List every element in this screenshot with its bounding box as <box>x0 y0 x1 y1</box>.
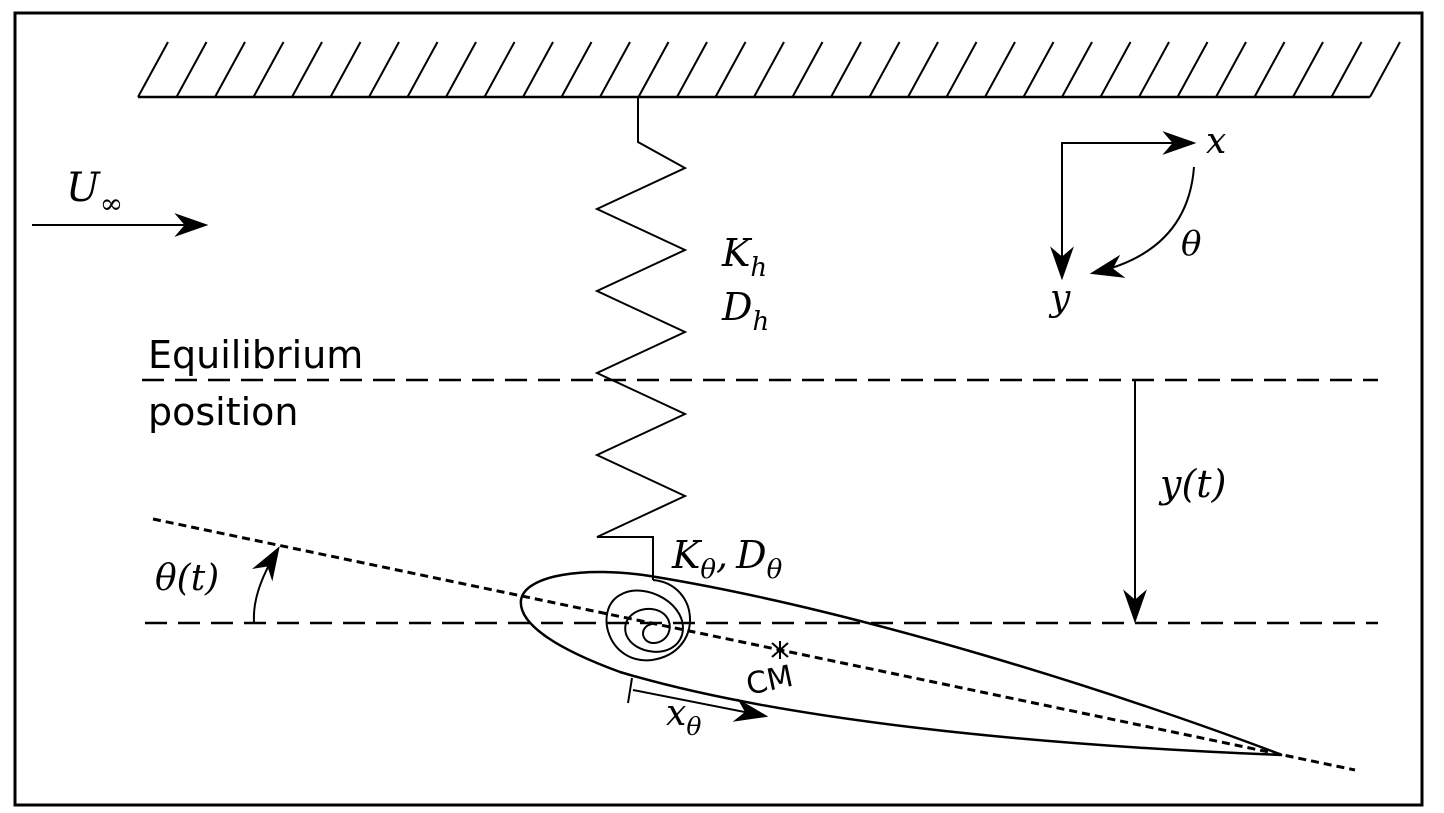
hatch-mark <box>406 41 439 98</box>
hatch-mark <box>368 41 400 98</box>
equilibrium-label-line2: position <box>148 390 299 434</box>
hatch-mark <box>907 41 939 98</box>
hatch-mark <box>868 41 901 98</box>
hatch-mark <box>522 41 554 98</box>
pitch-angle-arrow <box>251 546 280 623</box>
hatch-mark <box>175 41 208 98</box>
offset-arrow <box>632 689 769 722</box>
ceiling-hatching <box>137 41 1401 98</box>
hatch-mark <box>714 41 747 98</box>
hatch-mark <box>1022 41 1055 98</box>
hatch-mark <box>1176 41 1209 98</box>
hatch-mark <box>1061 41 1093 98</box>
hatch-mark <box>1292 41 1324 98</box>
offset-dimension: xθ <box>627 677 769 741</box>
hatch-mark <box>599 41 631 98</box>
hatch-mark <box>252 41 285 98</box>
hatch-mark <box>483 41 516 98</box>
hatch-mark <box>291 41 323 98</box>
offset-tick <box>627 677 633 704</box>
rotation-arrow <box>1089 166 1195 278</box>
hatch-mark <box>329 41 362 98</box>
freestream-velocity: U∞ <box>32 165 209 237</box>
freestream-label: U∞ <box>66 165 123 220</box>
pitch-angle-label: θ(t) <box>155 558 219 599</box>
coordinate-axes: x y θ <box>1048 121 1226 319</box>
x-axis-arrow <box>1061 131 1197 275</box>
hatch-mark <box>445 41 477 98</box>
chord-line <box>152 517 1356 772</box>
offset-label: xθ <box>666 693 701 741</box>
diagram-frame <box>13 11 1424 807</box>
hatch-mark <box>791 41 824 98</box>
hatch-mark <box>1369 41 1401 98</box>
torsion-spring-label: Kθ,Dθ <box>671 533 783 585</box>
center-of-mass-label: CM <box>743 659 796 703</box>
hatch-mark <box>1099 41 1132 98</box>
center-of-mass-marker <box>771 641 789 659</box>
hatch-mark <box>1253 41 1286 98</box>
x-axis-label: x <box>1206 121 1226 162</box>
heave-damping-label: Dh <box>721 285 769 337</box>
hatch-mark <box>1330 41 1363 98</box>
heave-displacement-label: y(t) <box>1158 462 1226 506</box>
hatch-mark <box>137 41 169 98</box>
y-axis-label: y <box>1048 278 1071 319</box>
rotation-label: θ <box>1181 224 1201 264</box>
heave-stiffness-label: Kh <box>721 231 767 283</box>
hatch-mark <box>830 41 862 98</box>
hatch-mark <box>753 41 785 98</box>
hatch-mark <box>637 41 670 98</box>
hatch-mark <box>560 41 593 98</box>
airfoil <box>519 570 1283 757</box>
equilibrium-label-line1: Equilibrium <box>148 333 363 377</box>
heave-spring <box>594 97 688 580</box>
hatch-mark <box>214 41 246 98</box>
hatch-mark <box>1215 41 1247 98</box>
hatch-mark <box>676 41 708 98</box>
hatch-mark <box>1138 41 1170 98</box>
hatch-mark <box>945 41 978 98</box>
hatch-mark <box>984 41 1016 98</box>
torsion-spring <box>605 579 691 662</box>
fixed-ceiling <box>137 41 1401 99</box>
